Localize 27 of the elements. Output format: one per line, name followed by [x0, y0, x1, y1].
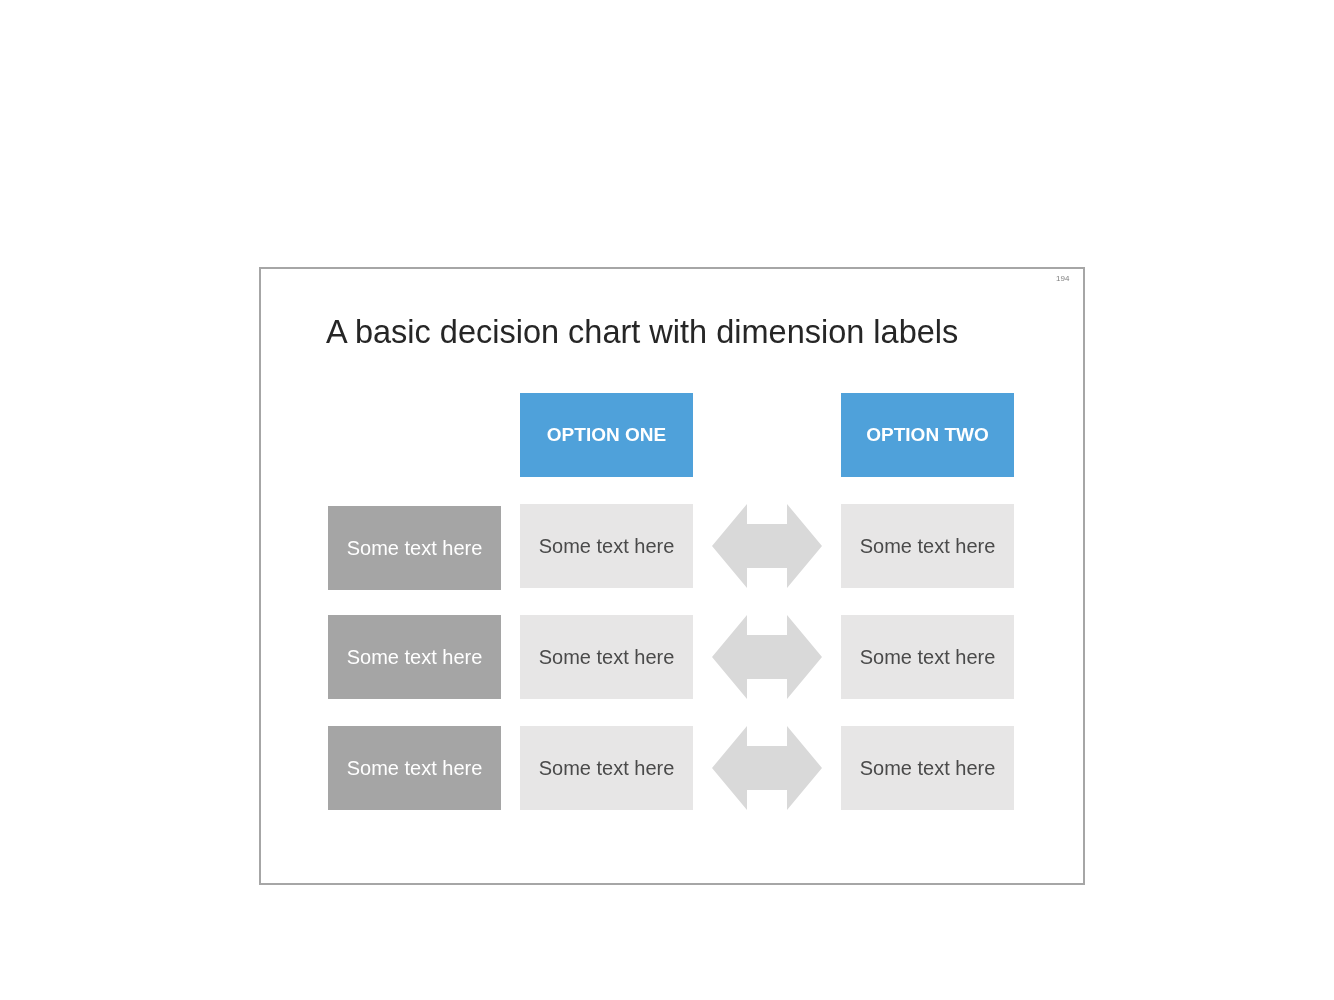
box-text: Some text here [538, 645, 675, 669]
row-header-box [328, 506, 501, 590]
option-header-box [520, 393, 693, 477]
row-header-box [328, 726, 501, 810]
double-arrow [712, 615, 822, 699]
option-cell-box [520, 504, 693, 588]
box-text: Some text here [538, 756, 675, 780]
double-arrow [712, 726, 822, 810]
option-cell-box [520, 726, 693, 810]
page-number: 194 [1056, 274, 1070, 283]
box-text: Some text here [538, 534, 675, 558]
option-cell-box [841, 615, 1014, 699]
box-text: Some text here [346, 536, 483, 560]
option-cell-box [841, 504, 1014, 588]
box-text: Some text here [859, 756, 996, 780]
option-header-box [841, 393, 1014, 477]
box-text: Some text here [346, 645, 483, 669]
slide-title: A basic decision chart with dimension labels [326, 314, 959, 351]
box-text: Some text here [859, 534, 996, 558]
box-text: OPTION TWO [866, 424, 989, 446]
row-header-box [328, 615, 501, 699]
option-cell-box [841, 726, 1014, 810]
box-text: OPTION ONE [546, 424, 667, 446]
option-cell-box [520, 615, 693, 699]
box-text: Some text here [859, 645, 996, 669]
box-text: Some text here [346, 756, 483, 780]
double-arrow [712, 504, 822, 588]
